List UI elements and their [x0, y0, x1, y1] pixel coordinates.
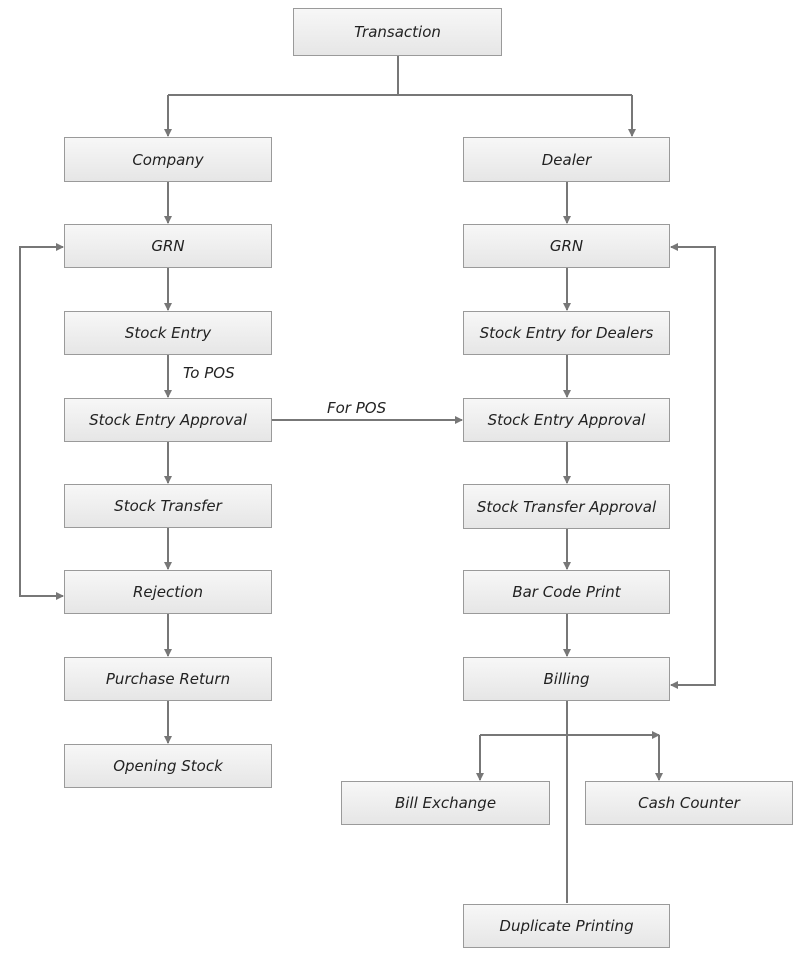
node-stock-transfer-approval: Stock Transfer Approval [463, 484, 670, 529]
edge-left-loop [19, 243, 64, 597]
node-stock-entry-approval-right: Stock Entry Approval [463, 398, 670, 442]
node-stock-entry: Stock Entry [64, 311, 272, 355]
node-stock-entry-dealers: Stock Entry for Dealers [463, 311, 670, 355]
node-bill-exchange: Bill Exchange [341, 781, 550, 825]
node-purchase-return: Purchase Return [64, 657, 272, 701]
edge-right-loop [670, 243, 716, 686]
node-rejection: Rejection [64, 570, 272, 614]
label-for-pos: For POS [327, 399, 387, 417]
node-bar-code-print: Bar Code Print [463, 570, 670, 614]
node-cash-counter: Cash Counter [585, 781, 793, 825]
node-dealer: Dealer [463, 137, 670, 182]
edge-billing-split [480, 701, 659, 903]
node-duplicate-printing: Duplicate Printing [463, 904, 670, 948]
node-opening-stock: Opening Stock [64, 744, 272, 788]
node-billing: Billing [463, 657, 670, 701]
edge-root-split [168, 56, 632, 96]
node-stock-transfer: Stock Transfer [64, 484, 272, 528]
label-to-pos: To POS [183, 364, 235, 382]
node-grn-company: GRN [64, 224, 272, 268]
node-grn-dealer: GRN [463, 224, 670, 268]
node-company: Company [64, 137, 272, 182]
node-stock-entry-approval-left: Stock Entry Approval [64, 398, 272, 442]
node-transaction: Transaction [293, 8, 502, 56]
